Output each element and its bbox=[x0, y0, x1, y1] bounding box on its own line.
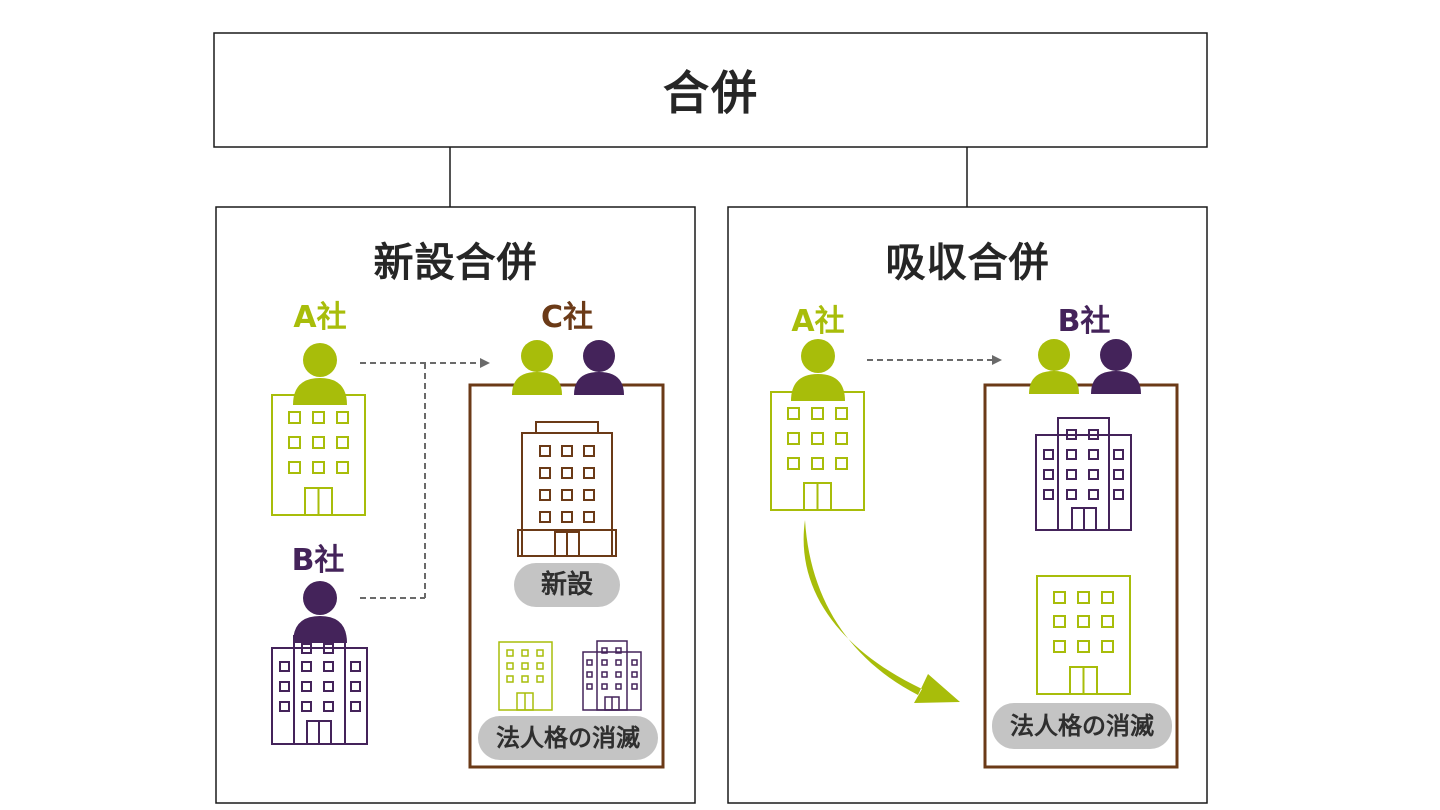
company-c-label: C社 bbox=[540, 300, 594, 335]
left-section-box bbox=[215, 206, 696, 804]
person-icon bbox=[293, 343, 347, 405]
section-title-new-merger: 新設合併 bbox=[373, 240, 538, 286]
person-icon bbox=[1029, 339, 1079, 394]
company-c-building bbox=[517, 421, 617, 557]
page-title: 合併 bbox=[663, 66, 759, 120]
root-box bbox=[213, 32, 1208, 148]
company-b-building bbox=[1035, 417, 1132, 531]
person-icon bbox=[512, 340, 562, 395]
dissolution-badge: 法人格の消滅 bbox=[992, 703, 1172, 749]
left-merge-flow bbox=[360, 358, 490, 599]
absorbed-a-building bbox=[1036, 575, 1131, 695]
company-a-building bbox=[770, 391, 865, 511]
person-icon bbox=[1091, 339, 1141, 394]
absorption-arrow bbox=[803, 520, 960, 703]
company-b-frame bbox=[983, 383, 1179, 769]
person-icon bbox=[293, 581, 347, 643]
company-a-label: A社 bbox=[791, 304, 845, 339]
company-a-label: A社 bbox=[293, 300, 347, 335]
new-establishment-badge: 新設 bbox=[514, 563, 620, 607]
company-b-building bbox=[271, 635, 368, 745]
dissolution-badge: 法人格の消滅 bbox=[478, 716, 658, 760]
dissolved-b-building bbox=[582, 640, 642, 711]
company-c-frame bbox=[468, 383, 665, 769]
company-b-label: B社 bbox=[1057, 304, 1111, 339]
section-title-absorption-merger: 吸収合併 bbox=[885, 240, 1050, 286]
person-icon bbox=[791, 339, 845, 401]
dissolved-a-building bbox=[498, 641, 553, 711]
person-icon bbox=[574, 340, 624, 395]
company-b-label: B社 bbox=[291, 543, 345, 578]
